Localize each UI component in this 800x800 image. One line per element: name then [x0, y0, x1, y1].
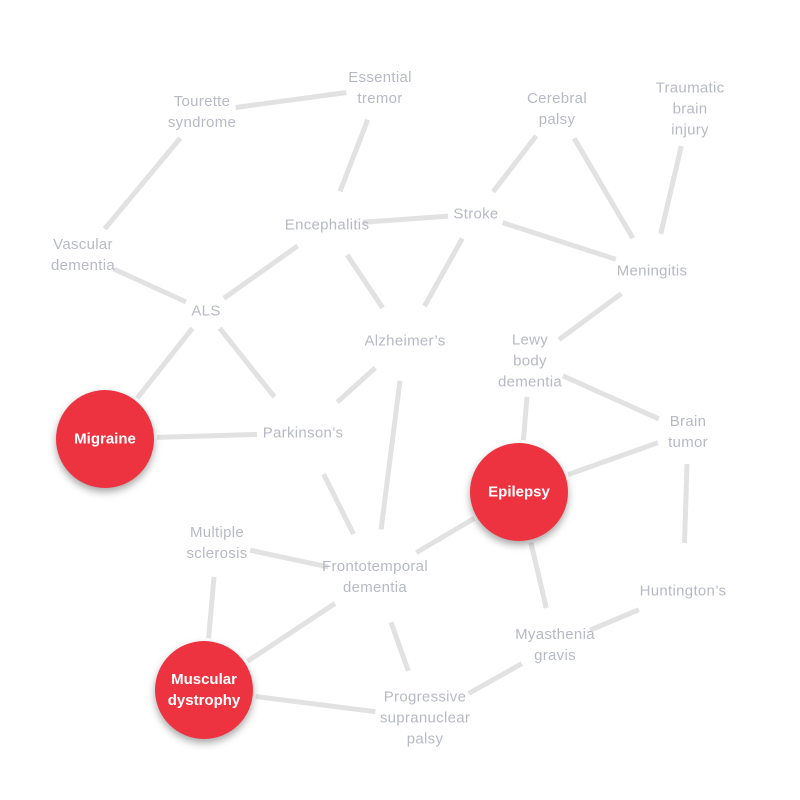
edge-ftd-muscular-dystrophy	[246, 601, 337, 664]
node-epilepsy-circle[interactable]	[470, 443, 568, 541]
node-essential-tremor-label: Essential tremor	[348, 69, 412, 107]
edge-ms-ftd	[249, 547, 329, 570]
edge-myasthenia-psp	[467, 661, 524, 696]
edge-cerebral-palsy-meningitis	[572, 137, 635, 240]
edge-epilepsy-ftd	[415, 516, 476, 555]
node-brain-tumor-label: Brain tumor	[668, 413, 708, 451]
node-tbi-label: Traumatic brain injury	[655, 79, 725, 139]
edge-vascular-dementia-als	[112, 266, 188, 305]
node-migraine-circle[interactable]	[56, 390, 154, 488]
node-parkinsons-label: Parkinson’s	[262, 424, 344, 442]
edge-tourette-vascular-dementia	[102, 136, 183, 231]
node-epilepsy-label[interactable]: Epilepsy	[488, 483, 550, 501]
node-muscular-dystrophy-label[interactable]: Muscular dystrophy	[167, 671, 241, 709]
node-migraine-label[interactable]: Migraine	[74, 430, 136, 448]
edge-meningitis-lewy	[557, 291, 623, 342]
node-alzheimers-label: Alzheimer’s	[364, 332, 446, 350]
node-ms-label: Multiple sclerosis	[186, 524, 248, 562]
edge-layer	[102, 90, 690, 715]
edge-als-migraine	[135, 326, 195, 400]
edge-ftd-psp	[388, 621, 411, 672]
edge-brain-tumor-huntingtons	[682, 463, 690, 544]
edge-essential-tremor-encephalitis	[337, 118, 371, 193]
node-ftd-label: Frontotemporal dementia	[322, 558, 428, 596]
edge-tbi-meningitis	[658, 145, 684, 235]
edge-stroke-alzheimers	[422, 237, 465, 308]
edge-migraine-parkinsons	[156, 431, 258, 440]
edge-ms-muscular-dystrophy	[206, 576, 217, 639]
node-psp-label: Progressive supranuclear palsy	[379, 688, 471, 748]
edge-stroke-cerebral-palsy	[491, 134, 539, 194]
edge-stroke-meningitis	[501, 220, 617, 262]
edge-als-parkinsons	[217, 326, 277, 399]
node-myasthenia-label: Myasthenia gravis	[515, 626, 595, 664]
edge-encephalitis-als	[222, 243, 300, 301]
node-tourette-label: Tourette syndrome	[167, 93, 237, 131]
node-encephalitis-label: Encephalitis	[284, 216, 370, 234]
edge-alzheimers-parkinsons	[335, 365, 377, 405]
node-lewy-label: Lewy body dementia	[497, 331, 563, 391]
node-cerebral-palsy-label: Cerebral palsy	[527, 90, 587, 128]
node-vascular-dementia-label: Vascular dementia	[50, 236, 116, 274]
edge-tourette-essential-tremor	[235, 90, 347, 110]
edge-parkinsons-ftd	[321, 472, 356, 536]
edge-epilepsy-myasthenia	[528, 542, 549, 609]
edge-brain-tumor-epilepsy	[567, 440, 659, 477]
edge-lewy-brain-tumor	[561, 373, 660, 422]
edge-muscular-dystrophy-psp	[255, 694, 376, 715]
edge-alzheimers-ftd	[378, 380, 403, 530]
node-muscular-dystrophy-circle[interactable]	[155, 641, 253, 739]
node-huntingtons-label: Huntington’s	[639, 582, 727, 600]
edge-huntingtons-myasthenia	[589, 607, 640, 633]
node-meningitis-label: Meningitis	[616, 262, 688, 280]
node-stroke-label: Stroke	[453, 205, 499, 223]
edge-lewy-epilepsy	[520, 396, 530, 441]
edge-encephalitis-stroke	[362, 213, 449, 225]
node-als-label: ALS	[191, 302, 221, 320]
edge-encephalitis-alzheimers	[345, 253, 385, 310]
